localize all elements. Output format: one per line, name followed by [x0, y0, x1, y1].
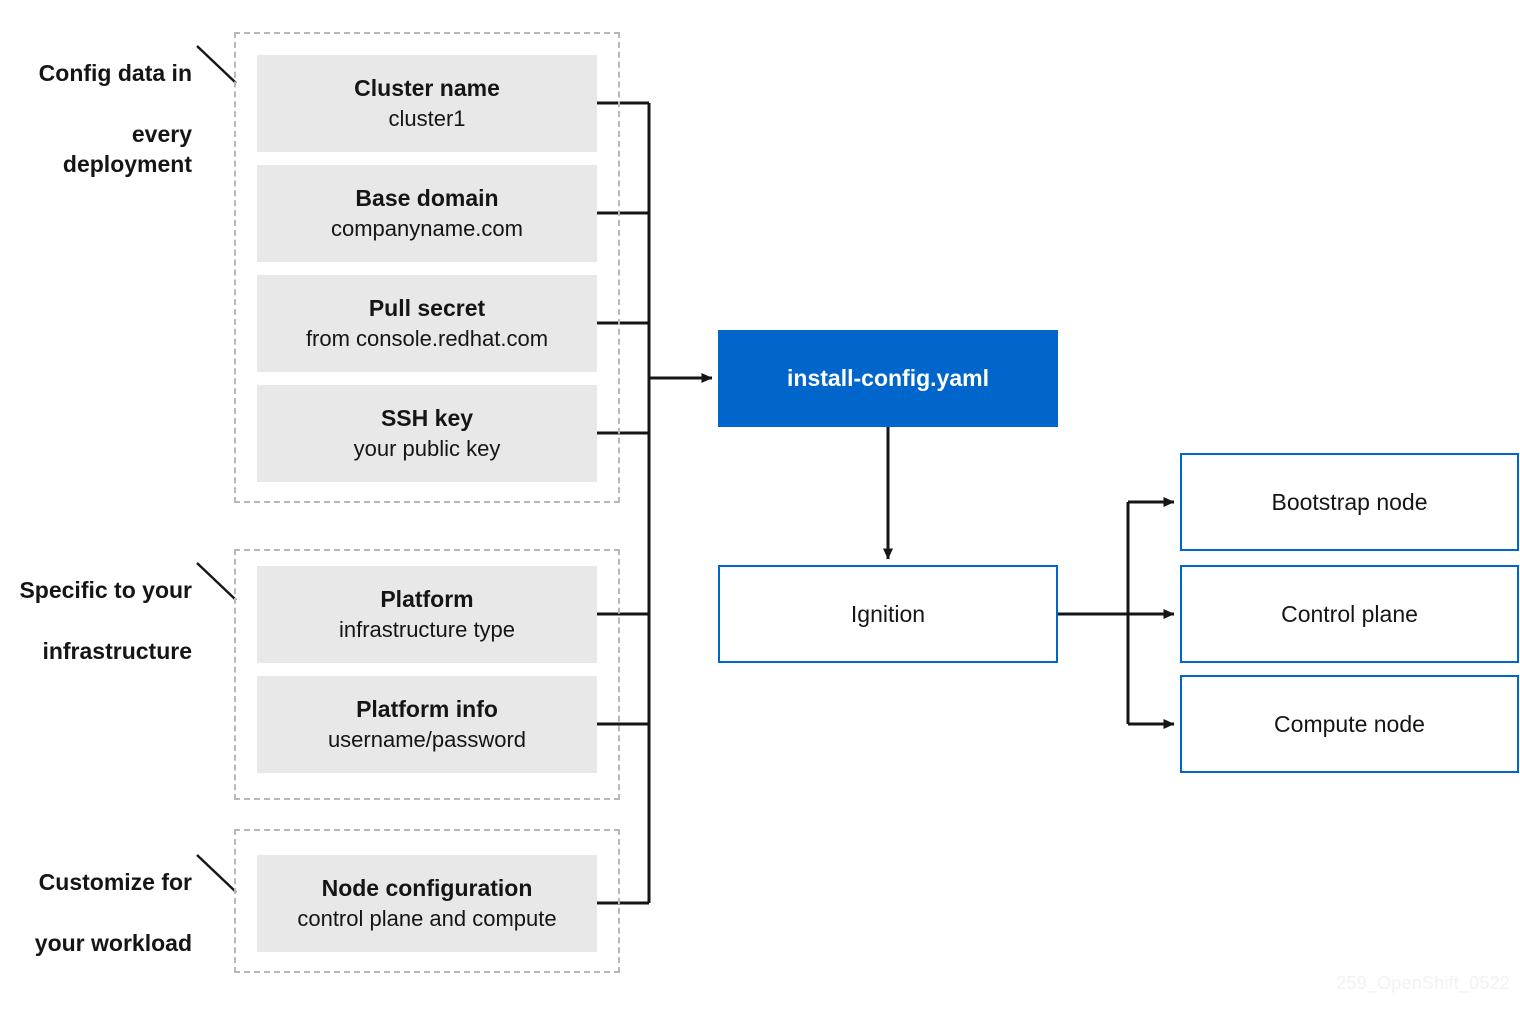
caption-customize-for-workload: Customize for your workload	[0, 837, 192, 989]
node-compute-node[interactable]: Compute node	[1180, 675, 1519, 773]
node-bootstrap-node[interactable]: Bootstrap node	[1180, 453, 1519, 551]
caption-line-2: infrastructure	[42, 638, 192, 665]
group-workload-config	[234, 829, 620, 973]
card-title: Base domain	[355, 184, 499, 211]
watermark-label: 259_OpenShift_0522	[1336, 973, 1510, 993]
card-pull-secret[interactable]: Pull secret from console.redhat.com	[257, 275, 597, 372]
card-node-configuration[interactable]: Node configuration control plane and com…	[257, 855, 597, 952]
group-common-config	[234, 32, 620, 503]
caption-config-data-every-deployment: Config data in every deployment	[0, 28, 192, 210]
caption-leader-common	[196, 45, 237, 84]
card-subtitle: control plane and compute	[297, 905, 557, 931]
card-subtitle: your public key	[353, 435, 501, 461]
caption-leader-workload	[196, 854, 237, 893]
card-subtitle: username/password	[327, 726, 527, 752]
node-label: install-config.yaml	[787, 365, 989, 391]
node-ignition[interactable]: Ignition	[718, 565, 1058, 663]
card-title: Platform	[380, 585, 474, 612]
node-label: Bootstrap node	[1271, 488, 1428, 515]
card-subtitle: cluster1	[388, 105, 466, 131]
caption-line-2: your workload	[34, 930, 192, 957]
card-cluster-name[interactable]: Cluster name cluster1	[257, 55, 597, 152]
card-ssh-key[interactable]: SSH key your public key	[257, 385, 597, 482]
caption-line-1: Customize for	[38, 869, 192, 896]
group-infrastructure-config	[234, 549, 620, 800]
card-title: Node configuration	[321, 874, 533, 901]
caption-leader-infrastructure	[196, 562, 237, 601]
card-subtitle: infrastructure type	[338, 616, 516, 642]
node-label: Ignition	[850, 600, 926, 627]
node-label: Control plane	[1281, 600, 1418, 627]
caption-line-1: Config data in	[38, 60, 192, 87]
card-title: Cluster name	[354, 74, 500, 101]
node-control-plane[interactable]: Control plane	[1180, 565, 1519, 663]
card-title: SSH key	[380, 404, 474, 431]
card-title: Platform info	[356, 695, 498, 722]
caption-line-1: Specific to your	[19, 577, 192, 604]
card-title: Pull secret	[368, 294, 486, 321]
card-platform[interactable]: Platform infrastructure type	[257, 566, 597, 663]
node-install-config-yaml[interactable]: install-config.yaml	[718, 330, 1058, 427]
caption-specific-to-infrastructure: Specific to your infrastructure	[0, 545, 192, 697]
node-label: Compute node	[1274, 710, 1425, 737]
card-subtitle: from console.redhat.com	[305, 325, 549, 351]
card-subtitle: companyname.com	[331, 215, 523, 241]
card-platform-info[interactable]: Platform info username/password	[257, 676, 597, 773]
caption-line-2: every deployment	[62, 121, 192, 178]
card-base-domain[interactable]: Base domain companyname.com	[257, 165, 597, 262]
